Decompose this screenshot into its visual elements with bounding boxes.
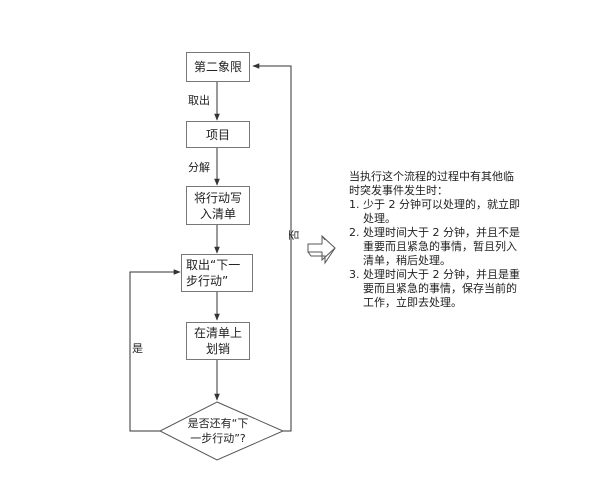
node-label-line: 取出“下一 (186, 258, 241, 272)
edge-label-yes: 是 (132, 342, 143, 355)
notes-item: 2. 处理时间大于 2 分钟，并且不是重要而且紧急的事情，暂且列入清单，稍后处理… (349, 226, 524, 268)
node-label-line: 在清单上 (193, 326, 242, 340)
edge-label-break-down: 分解 (188, 161, 210, 174)
exception-notes: 当执行这个流程的过程中有其他临时突发事件发生时： 1. 少于 2 分钟可以处理的… (349, 170, 524, 310)
notes-item-text: 处理时间大于 2 分钟，并且是重要而且紧急的事情，保存当前的工作，立即去处理。 (363, 268, 520, 309)
block-arrow-icon (307, 234, 336, 265)
node-write-to-list: 将行动写 入清单 (186, 186, 250, 225)
node-label-line: 入清单 (199, 206, 236, 221)
arrow-yes-loop (129, 269, 181, 432)
notes-item: 1. 少于 2 分钟可以处理的，就立即处理。 (349, 198, 524, 226)
notes-item-text: 处理时间大于 2 分钟，并且不是重要而且紧急的事情，暂且列入清单，稍后处理。 (363, 226, 520, 267)
notes-list: 1. 少于 2 分钟可以处理的，就立即处理。 2. 处理时间大于 2 分钟，并且… (349, 198, 524, 310)
node-label-line: 将行动写 (193, 190, 242, 205)
notes-item-number: 1. (349, 198, 360, 211)
decision-label: 是否还有“下 一步行动”? (170, 416, 266, 446)
decision-label-line: 是否还有“下 (187, 417, 249, 430)
node-label-line: 划销 (205, 342, 230, 356)
edge-label-take-out: 取出 (188, 94, 210, 107)
notes-intro: 当执行这个流程的过程中有其他临时突发事件发生时： (349, 170, 514, 197)
notes-item-number: 3. (349, 268, 360, 281)
edge-label-no: 否 (287, 229, 301, 241)
node-cross-off-list: 在清单上 划销 (186, 322, 250, 360)
notes-item: 3. 处理时间大于 2 分钟，并且是重要而且紧急的事情，保存当前的工作，立即去处… (349, 268, 524, 310)
node-label: 第二象限 (193, 60, 242, 74)
node-take-next-action: 取出“下一 步行动” (181, 254, 253, 292)
node-label: 项目 (205, 127, 230, 142)
node-second-quadrant: 第二象限 (186, 52, 250, 82)
node-project: 项目 (186, 121, 250, 148)
decision-diamond (158, 401, 285, 461)
node-label-line: 步行动” (186, 274, 229, 288)
arrow-no-loop (252, 63, 292, 432)
notes-item-number: 2. (349, 226, 360, 239)
notes-item-text: 少于 2 分钟可以处理的，就立即处理。 (363, 198, 520, 225)
decision-label-line: 一步行动”? (190, 432, 246, 445)
